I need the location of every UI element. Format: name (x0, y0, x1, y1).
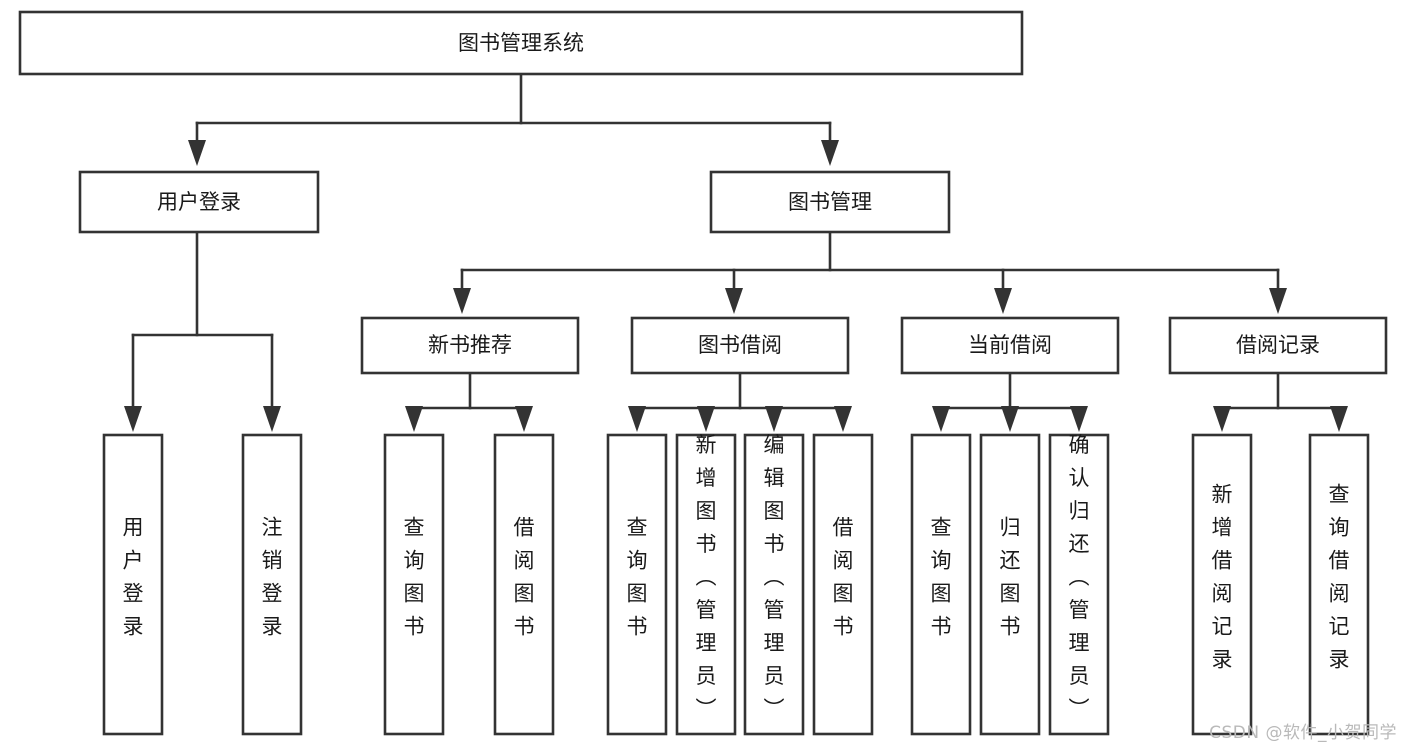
arrow-bb-l1 (628, 406, 646, 432)
arrow-nbr-l1 (405, 406, 423, 432)
arrow-ul-leaf2 (263, 406, 281, 432)
arrow-cb-l2 (1001, 406, 1019, 432)
node-root-box[interactable] (18, 10, 1024, 76)
arrow-bb-l3 (765, 406, 783, 432)
connector-group-book-manage (453, 230, 1287, 314)
node-current-borrow-box[interactable] (900, 316, 1120, 375)
leaf-query-book-3-box[interactable] (910, 433, 972, 736)
leaf-user-login-box[interactable] (102, 433, 164, 736)
leaf-borrow-book-2-box[interactable] (812, 433, 874, 736)
leaf-query-book-1-label: 查询图书 (404, 516, 425, 639)
leaf-edit-book-label: 编辑图书︵管理员︶ (764, 433, 785, 721)
leaf-user-logout-label: 注销登录 (262, 516, 283, 639)
leaf-add-book-label: 新增图书︵管理员︶ (696, 433, 717, 721)
leaf-return-book-label: 归还图书 (1000, 516, 1021, 639)
node-borrow-record-label: 借阅记录 (1236, 333, 1320, 357)
leaf-node[interactable]: 注销登录 (241, 433, 303, 736)
leaf-user-logout-box[interactable] (241, 433, 303, 736)
arrow-ul-leaf1 (124, 406, 142, 432)
arrow-cb-l3 (1070, 406, 1088, 432)
leaf-return-book-box[interactable] (979, 433, 1041, 736)
connector-group-book-borrow (628, 371, 852, 432)
leaf-query-book-3-label: 查询图书 (931, 516, 952, 639)
leaf-node[interactable]: 新增图书︵管理员︶ (675, 433, 737, 736)
node-book-manage[interactable]: 图书管理 (709, 170, 951, 234)
leaf-borrow-book-1-label: 借阅图书 (514, 516, 535, 639)
connector-group-new-book-recommend (405, 371, 533, 432)
arrow-bb-l4 (834, 406, 852, 432)
leaf-edit-book-box[interactable] (743, 433, 805, 736)
arrow-bm-c4 (1269, 288, 1287, 314)
arrow-br-l1 (1213, 406, 1231, 432)
node-new-book-recommend-box[interactable] (360, 316, 580, 375)
leaf-node[interactable]: 归还图书 (979, 433, 1041, 736)
connector-group-borrow-record (1213, 371, 1348, 432)
leaf-node[interactable]: 借阅图书 (493, 433, 555, 736)
connector-group-root (188, 72, 839, 166)
leaf-node[interactable]: 查询图书 (910, 433, 972, 736)
node-borrow-record-box[interactable] (1168, 316, 1388, 375)
node-root-label: 图书管理系统 (458, 31, 584, 55)
arrow-br-l2 (1330, 406, 1348, 432)
node-book-borrow[interactable]: 图书借阅 (630, 316, 850, 375)
leaf-node[interactable]: 确认归还︵管理员︶ (1048, 433, 1110, 736)
node-book-borrow-box[interactable] (630, 316, 850, 375)
arrow-bb-l2 (697, 406, 715, 432)
node-book-manage-box[interactable] (709, 170, 951, 234)
leaf-query-book-2-label: 查询图书 (627, 516, 648, 639)
node-book-borrow-label: 图书借阅 (698, 333, 782, 357)
node-user-login[interactable]: 用户登录 (78, 170, 320, 234)
leaf-add-book-box[interactable] (675, 433, 737, 736)
node-borrow-record[interactable]: 借阅记录 (1168, 316, 1388, 375)
leaf-node[interactable]: 查询图书 (606, 433, 668, 736)
node-root[interactable]: 图书管理系统 (18, 10, 1024, 76)
node-book-manage-label: 图书管理 (788, 190, 872, 214)
node-user-login-label: 用户登录 (157, 190, 241, 214)
arrow-bm-c2 (725, 288, 743, 314)
arrow-root-to-user-login (188, 140, 206, 166)
leaf-query-record-box[interactable] (1308, 433, 1370, 736)
node-new-book-recommend-label: 新书推荐 (428, 333, 512, 357)
node-current-borrow-label: 当前借阅 (968, 333, 1052, 357)
leaf-confirm-return-box[interactable] (1048, 433, 1110, 736)
leaf-query-book-2-box[interactable] (606, 433, 668, 736)
leaf-node[interactable]: 编辑图书︵管理员︶ (743, 433, 805, 736)
arrow-bm-c1 (453, 288, 471, 314)
connector-group-user-login (124, 230, 281, 432)
leaf-node[interactable]: 查询图书 (383, 433, 445, 736)
leaf-confirm-return-label: 确认归还︵管理员︶ (1069, 433, 1090, 721)
node-user-login-box[interactable] (78, 170, 320, 234)
leaf-add-record-label: 新增借阅记录 (1212, 483, 1233, 672)
arrow-root-to-book-manage (821, 140, 839, 166)
arrow-cb-l1 (932, 406, 950, 432)
leaf-query-book-1-box[interactable] (383, 433, 445, 736)
connector-group-current-borrow (932, 371, 1088, 432)
leaf-add-record-box[interactable] (1191, 433, 1253, 736)
node-new-book-recommend[interactable]: 新书推荐 (360, 316, 580, 375)
arrow-bm-c3 (994, 288, 1012, 314)
csdn-watermark: CSDN @软件_小贺同学 (1209, 723, 1397, 743)
leaf-node[interactable]: 用户登录 (102, 433, 164, 736)
leaf-node[interactable]: 查询借阅记录 (1308, 433, 1370, 736)
leaf-user-login-label: 用户登录 (123, 516, 144, 639)
leaf-borrow-book-2-label: 借阅图书 (833, 516, 854, 639)
leaf-query-record-label: 查询借阅记录 (1329, 483, 1350, 672)
node-current-borrow[interactable]: 当前借阅 (900, 316, 1120, 375)
leaf-node[interactable]: 借阅图书 (812, 433, 874, 736)
arrow-nbr-l2 (515, 406, 533, 432)
leaf-node[interactable]: 新增借阅记录 (1191, 433, 1253, 736)
leaf-borrow-book-1-box[interactable] (493, 433, 555, 736)
